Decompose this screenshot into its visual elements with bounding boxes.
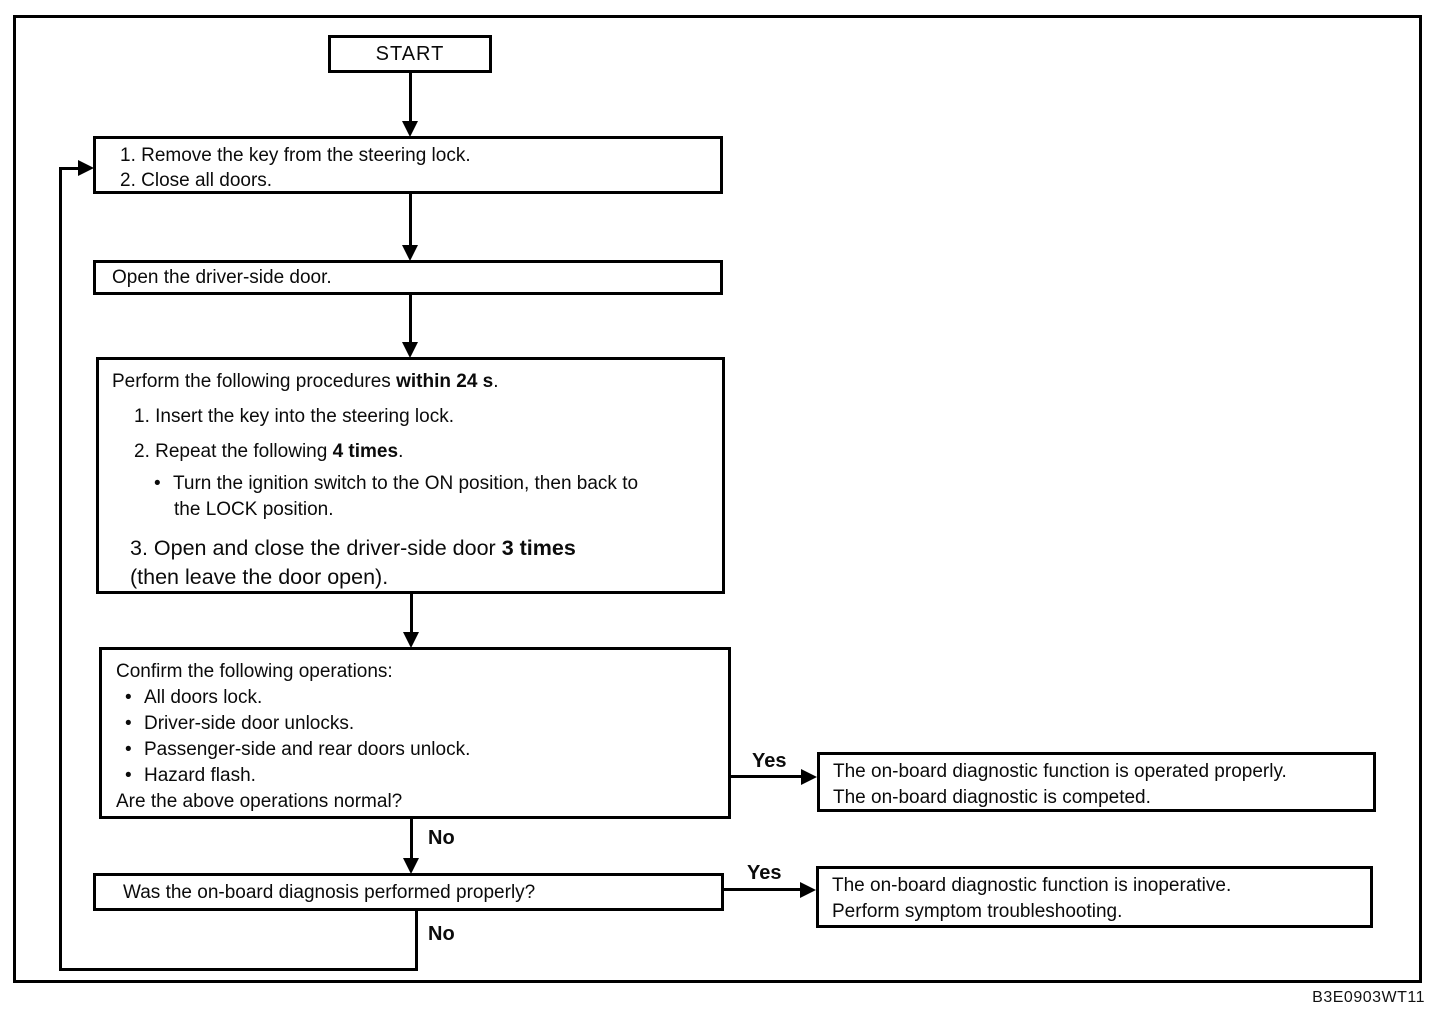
step1-line1: 1. Remove the key from the steering lock… (120, 145, 471, 166)
bullet-icon: • (154, 473, 161, 494)
step3-item2-text: 2. Repeat the following (134, 441, 333, 462)
result2-line1: The on-board diagnostic function is inop… (832, 875, 1232, 896)
loop-line-down (415, 911, 418, 971)
step4-bullet-4: • Hazard flash. (125, 763, 722, 789)
yes-label-1: Yes (752, 750, 787, 772)
arrowhead-loop-step1 (78, 160, 94, 176)
step3-item3-bold: 3 times (501, 536, 576, 560)
arrowhead-step4-result1 (801, 769, 817, 785)
bullet-icon: • (125, 687, 132, 708)
no-label-2: No (428, 923, 455, 945)
step3-bullet: • Turn the ignition switch to the ON posi… (154, 473, 716, 495)
connector-start-step1 (409, 73, 412, 123)
arrowhead-step1-step2 (402, 245, 418, 261)
step4-bullet-4-text: Hazard flash. (144, 765, 256, 786)
step3-intro: Perform the following procedures within … (112, 371, 716, 393)
step3-item3-text: 3. Open and close the driver-side door (130, 536, 502, 560)
step4-bullet-2: • Driver-side door unlocks. (125, 711, 722, 737)
step3-item1: 1. Insert the key into the steering lock… (134, 406, 455, 427)
step3-bullet-line1: Turn the ignition switch to the ON posit… (173, 473, 639, 494)
loop-line-bottom (59, 968, 418, 971)
figure-code: B3E0903WT11 (1312, 989, 1425, 1006)
arrowhead-step3-step4 (403, 632, 419, 648)
step4-bullet-3-text: Passenger-side and rear doors unlock. (144, 739, 471, 760)
step3-item2: 2. Repeat the following 4 times. (134, 441, 716, 463)
step3-item3-cont: (then leave the door open). (130, 565, 389, 589)
connector-step3-step4 (410, 594, 413, 634)
loop-line-left (59, 167, 62, 971)
result2-line2: Perform symptom troubleshooting. (832, 901, 1123, 922)
step3-node: Perform the following procedures within … (96, 357, 725, 594)
step4-bullet-2-text: Driver-side door unlocks. (144, 713, 355, 734)
step1-line2: 2. Close all doors. (120, 170, 273, 191)
step1-node: 1. Remove the key from the steering lock… (93, 136, 723, 194)
arrowhead-step4-step5 (403, 858, 419, 874)
bullet-icon: • (125, 739, 132, 760)
result2-node: The on-board diagnostic function is inop… (816, 866, 1373, 928)
connector-step2-step3 (409, 295, 412, 344)
step3-bullet-cont: the LOCK position. (174, 499, 334, 520)
connector-step5-result2 (724, 888, 803, 891)
step3-intro-bold: within 24 s (396, 371, 494, 392)
result1-node: The on-board diagnostic function is oper… (817, 752, 1376, 812)
step4-intro: Confirm the following operations: (116, 661, 393, 682)
step5-node: Was the on-board diagnosis performed pro… (93, 873, 724, 911)
start-node: START (328, 35, 492, 73)
result1-line2: The on-board diagnostic is competed. (833, 787, 1151, 808)
bullet-icon: • (125, 765, 132, 786)
step3-intro-end: . (493, 371, 499, 392)
step3-item3: 3. Open and close the driver-side door 3… (130, 535, 716, 561)
step4-bullet-1: • All doors lock. (125, 685, 722, 711)
no-label-1: No (428, 827, 455, 849)
connector-step4-result1 (731, 775, 804, 778)
connector-step4-step5 (410, 819, 413, 860)
diagram-frame (13, 15, 1422, 983)
step4-bullet-3: • Passenger-side and rear doors unlock. (125, 737, 722, 763)
step3-item2-bold: 4 times (332, 441, 399, 462)
result1-line1: The on-board diagnostic function is oper… (833, 761, 1287, 782)
step5-text: Was the on-board diagnosis performed pro… (123, 882, 536, 903)
step4-node: Confirm the following operations: • All d… (99, 647, 731, 819)
arrowhead-step2-step3 (402, 342, 418, 358)
loop-line-top (62, 167, 82, 170)
arrowhead-start-step1 (402, 121, 418, 137)
step3-intro-text: Perform the following procedures (112, 371, 397, 392)
step2-text: Open the driver-side door. (112, 267, 332, 288)
step2-node: Open the driver-side door. (93, 260, 723, 295)
arrowhead-step5-result2 (800, 882, 816, 898)
step4-question: Are the above operations normal? (116, 791, 403, 812)
bullet-icon: • (125, 713, 132, 734)
step3-item2-end: . (398, 441, 404, 462)
yes-label-2: Yes (747, 862, 782, 884)
step4-bullet-1-text: All doors lock. (144, 687, 263, 708)
connector-step1-step2 (409, 194, 412, 247)
start-label: START (375, 43, 445, 65)
